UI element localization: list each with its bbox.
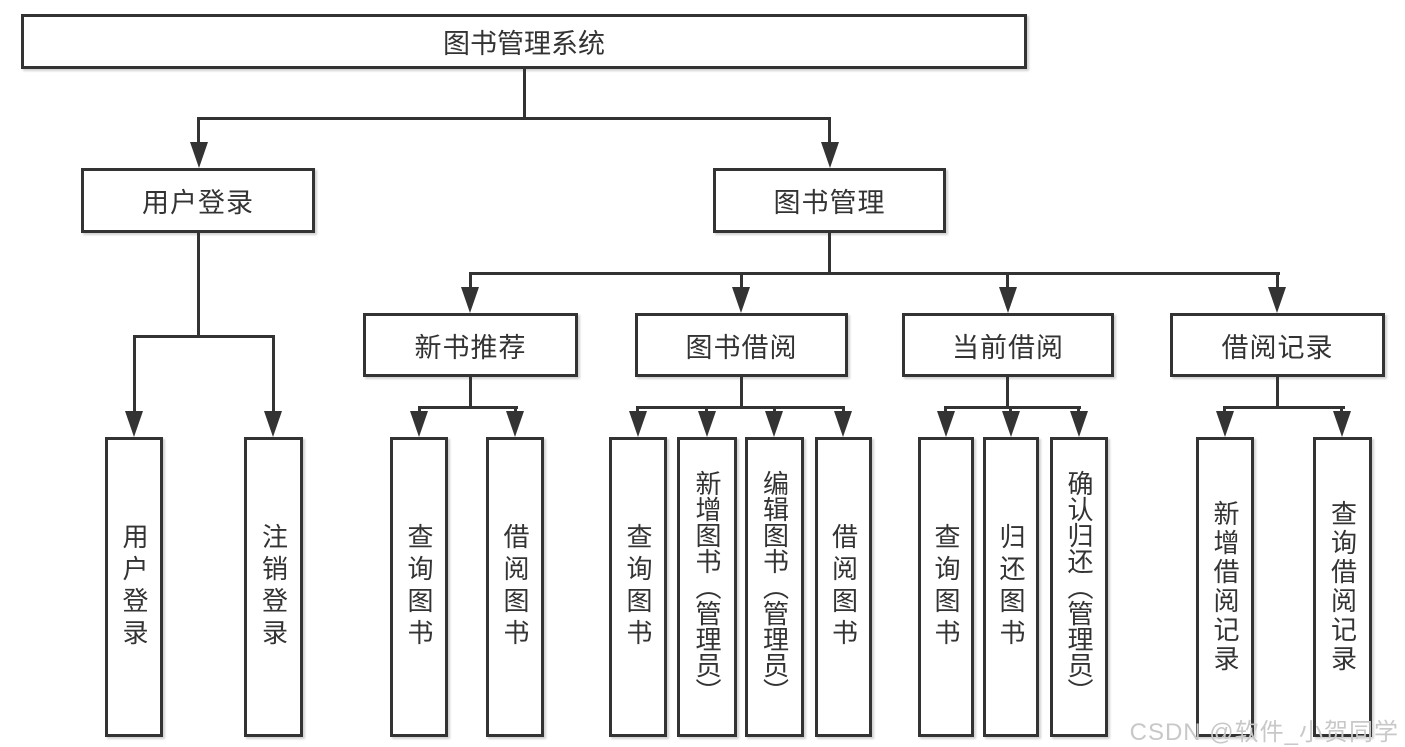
leaf-query-books-2: 查询图书 xyxy=(609,437,667,737)
arrow-down-icon xyxy=(1070,411,1088,437)
node-label: 用户登录 xyxy=(142,188,254,218)
node-user-login: 用户登录 xyxy=(81,168,315,233)
leaf-label: 新增图书（管理员） xyxy=(692,470,722,704)
leaf-query-borrow-record: 查询借阅记录 xyxy=(1313,437,1372,737)
arrow-down-icon xyxy=(1002,411,1020,437)
connector-vline xyxy=(514,406,517,414)
connector-vline xyxy=(197,232,200,338)
connector-vline xyxy=(1340,406,1343,414)
node-current-borrow: 当前借阅 xyxy=(902,313,1114,377)
connector-hline xyxy=(133,335,275,338)
node-library-system: 图书管理系统 xyxy=(21,14,1027,69)
leaf-label: 归还图书 xyxy=(996,523,1026,651)
connector-vline xyxy=(469,376,472,408)
node-book-management: 图书管理 xyxy=(713,168,946,233)
leaf-logout: 注销登录 xyxy=(244,437,303,737)
leaf-borrow-books-2: 借阅图书 xyxy=(815,437,872,737)
node-label: 图书管理 xyxy=(773,188,886,218)
arrow-down-icon xyxy=(937,411,955,437)
arrow-down-icon xyxy=(765,411,783,437)
connector-vline xyxy=(636,406,639,414)
leaf-edit-book-admin: 编辑图书（管理员） xyxy=(745,437,804,737)
leaf-label: 借阅图书 xyxy=(500,523,530,651)
arrow-down-icon xyxy=(821,142,839,168)
leaf-borrow-books-1: 借阅图书 xyxy=(486,437,544,737)
connector-hline xyxy=(197,117,831,120)
connector-hline xyxy=(1224,406,1345,409)
arrow-down-icon xyxy=(190,142,208,168)
arrow-down-icon xyxy=(125,411,143,437)
connector-vline xyxy=(842,406,845,414)
node-label: 新书推荐 xyxy=(414,332,527,363)
connector-vline xyxy=(1276,272,1279,290)
connector-vline xyxy=(523,67,526,120)
leaf-label: 查询图书 xyxy=(623,523,653,651)
arrow-down-icon xyxy=(698,411,716,437)
leaf-label: 查询图书 xyxy=(931,523,961,651)
leaf-label: 查询图书 xyxy=(404,523,434,651)
leaf-query-books-3: 查询图书 xyxy=(918,437,974,737)
node-book-borrow: 图书借阅 xyxy=(635,313,848,377)
node-borrow-records: 借阅记录 xyxy=(1170,313,1385,377)
leaf-label: 查询借阅记录 xyxy=(1327,500,1358,674)
arrow-down-icon xyxy=(999,287,1017,313)
connector-vline xyxy=(828,117,831,145)
leaf-return-book: 归还图书 xyxy=(983,437,1039,737)
connector-vline xyxy=(740,376,743,408)
connector-vline xyxy=(272,335,275,415)
arrow-down-icon xyxy=(1333,411,1351,437)
arrow-down-icon xyxy=(732,287,750,313)
node-label: 借阅记录 xyxy=(1221,332,1334,363)
connector-vline xyxy=(773,406,776,414)
leaf-label: 新增借阅记录 xyxy=(1210,500,1240,674)
connector-hline xyxy=(469,272,1280,275)
arrow-down-icon xyxy=(506,411,524,437)
arrow-down-icon xyxy=(834,411,852,437)
node-label: 图书管理系统 xyxy=(443,29,605,59)
csdn-watermark: CSDN @软件_小贺同学 xyxy=(1129,719,1399,746)
connector-hline xyxy=(637,406,845,409)
leaf-label: 借阅图书 xyxy=(828,523,859,651)
connector-vline xyxy=(1006,376,1009,408)
connector-vline xyxy=(1077,406,1080,414)
connector-vline xyxy=(1009,406,1012,414)
arrow-down-icon xyxy=(410,411,428,437)
connector-vline xyxy=(705,406,708,414)
node-new-book-recommend: 新书推荐 xyxy=(363,313,578,377)
arrow-down-icon xyxy=(629,411,647,437)
leaf-label: 注销登录 xyxy=(258,523,289,651)
connector-vline xyxy=(197,117,200,145)
arrow-down-icon xyxy=(1268,287,1286,313)
leaf-label: 用户登录 xyxy=(119,523,149,651)
connector-vline xyxy=(133,335,136,415)
connector-vline xyxy=(740,272,743,290)
connector-vline xyxy=(828,232,831,275)
leaf-confirm-return-admin: 确认归还（管理员） xyxy=(1050,437,1108,737)
node-label: 当前借阅 xyxy=(952,332,1064,363)
connector-hline xyxy=(945,406,1081,409)
leaf-label: 确认归还（管理员） xyxy=(1064,470,1094,704)
leaf-label: 编辑图书（管理员） xyxy=(759,470,790,704)
arrow-down-icon xyxy=(264,411,282,437)
leaf-add-borrow-record: 新增借阅记录 xyxy=(1196,437,1254,737)
leaf-user-login: 用户登录 xyxy=(105,437,163,737)
connector-vline xyxy=(1276,376,1279,408)
connector-vline xyxy=(469,272,472,290)
leaf-add-book-admin: 新增图书（管理员） xyxy=(677,437,737,737)
arrow-down-icon xyxy=(461,287,479,313)
node-label: 图书借阅 xyxy=(685,332,798,363)
connector-vline xyxy=(944,406,947,414)
arrow-down-icon xyxy=(1216,411,1234,437)
leaf-query-books-1: 查询图书 xyxy=(390,437,448,737)
connector-vline xyxy=(418,406,421,414)
connector-hline xyxy=(418,406,518,409)
connector-vline xyxy=(1006,272,1009,290)
connector-vline xyxy=(1223,406,1226,414)
